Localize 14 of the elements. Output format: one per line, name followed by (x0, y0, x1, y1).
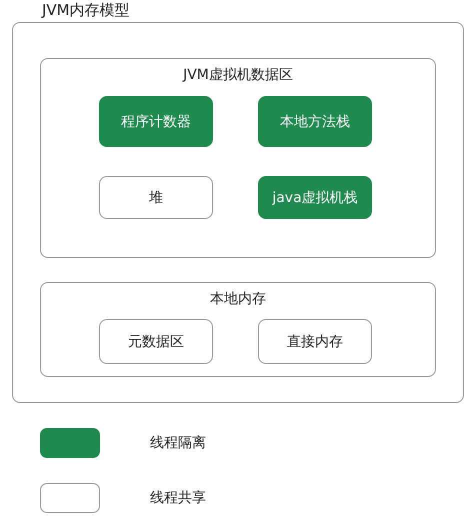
region-box (40, 282, 436, 377)
panel-heading: JVM内存模型 (42, 1, 130, 20)
memory-area-box: 直接内存 (258, 319, 372, 364)
memory-area-box: 堆 (99, 176, 213, 219)
legend-label: 线程共享 (150, 489, 206, 507)
memory-area-box: 本地方法栈 (258, 96, 372, 147)
region-box (40, 58, 436, 258)
region-title: JVM虚拟机数据区 (181, 66, 294, 84)
memory-area-box: 程序计数器 (99, 96, 213, 147)
memory-area-box: 元数据区 (99, 319, 213, 364)
memory-model-panel (12, 0, 464, 403)
legend-label: 线程隔离 (150, 434, 206, 452)
memory-area-box: java虚拟机栈 (258, 176, 372, 219)
region-title: 本地内存 (209, 290, 267, 308)
